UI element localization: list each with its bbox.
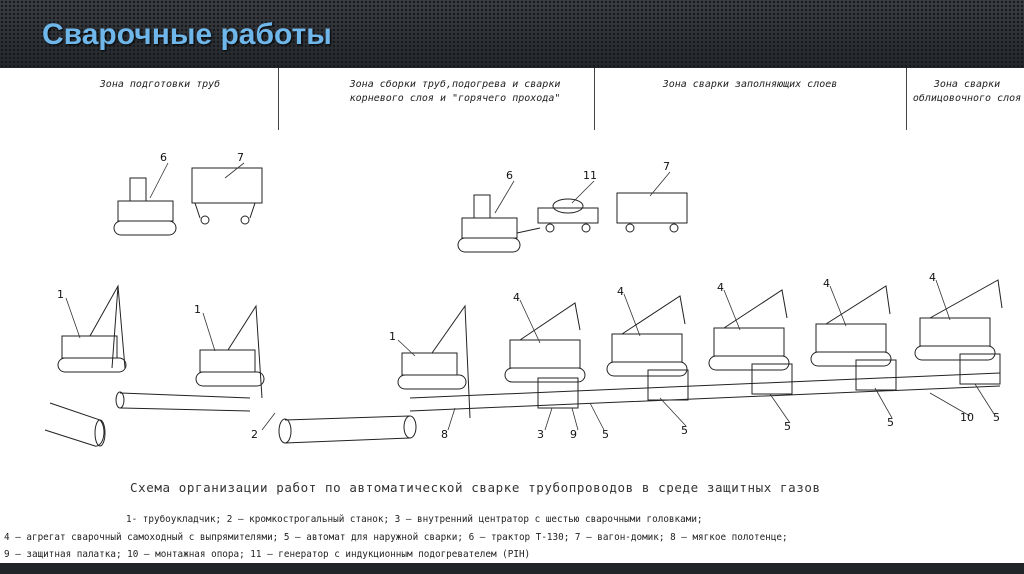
tractor-t130	[113, 177, 177, 236]
zone-divider	[906, 68, 907, 130]
callout-welding-unit: 4	[929, 271, 936, 284]
pipelayer	[397, 304, 471, 419]
legend-line: 9 – защитная палатка; 10 – монтажная опо…	[4, 549, 531, 560]
diagram-caption: Схема организации работ по автоматическо…	[130, 480, 821, 495]
zone-assembly-root: Зона сборки труб,подогрева и сварки корн…	[349, 79, 561, 104]
welding-units	[504, 279, 1003, 409]
callout-welding-unit: 4	[617, 285, 624, 298]
pipe-section	[115, 391, 251, 412]
callout-auto-welder: 5	[887, 416, 894, 429]
callout-welding-unit: 4	[823, 277, 830, 290]
zone-cap-layer: Зона сварки облицовочного слоя	[912, 79, 1022, 104]
callout-auto-welder: 5	[602, 428, 609, 441]
zone-divider	[278, 68, 279, 130]
callout-pipelayer: 1	[194, 303, 201, 316]
tractor-t130	[457, 194, 541, 253]
callout-tractor: 6	[160, 151, 167, 164]
wagon-house	[616, 192, 688, 233]
callout-support: 10	[960, 411, 974, 424]
callout-tent: 9	[570, 428, 577, 441]
zone-fill-layers: Зона сварки заполняющих слоев	[662, 79, 838, 90]
callout-tractor: 6	[506, 169, 513, 182]
wagon-house	[191, 167, 263, 225]
callout-auto-welder: 5	[993, 411, 1000, 424]
callout-pipelayer: 1	[57, 288, 64, 301]
zone-divider	[594, 68, 595, 130]
slide-footer	[0, 563, 1024, 574]
callout-wagon: 7	[237, 151, 244, 164]
pipelayer	[195, 304, 265, 399]
pipelayer	[57, 284, 127, 373]
legend-line: 1- трубоукладчик; 2 – кромкострогальный …	[126, 514, 703, 525]
callout-generator: 11	[583, 169, 597, 182]
callout-towel: 8	[441, 428, 448, 441]
callout-auto-welder: 5	[784, 420, 791, 433]
callout-pipelayer: 1	[389, 330, 396, 343]
pipeline	[278, 372, 1001, 444]
slide-header: Сварочные работы	[0, 0, 1024, 68]
callout-welding-unit: 4	[513, 291, 520, 304]
callout-welding-unit: 4	[717, 281, 724, 294]
pipe-section	[44, 402, 106, 447]
callout-centrator: 3	[537, 428, 544, 441]
slide-title: Сварочные работы	[42, 18, 332, 51]
welding-scheme-drawing: 6 7 6 11 7 1 1 1 4 4 4 4 4 2 8 3 9 5 5 5…	[44, 151, 1003, 447]
induction-generator	[537, 198, 599, 233]
legend-line: 4 – агрегат сварочный самоходный с выпря…	[4, 532, 788, 543]
zone-pipe-preparation: Зона подготовки труб	[99, 79, 221, 90]
callout-bevel-machine: 2	[251, 428, 258, 441]
callout-auto-welder: 5	[681, 424, 688, 437]
callout-wagon: 7	[663, 160, 670, 173]
